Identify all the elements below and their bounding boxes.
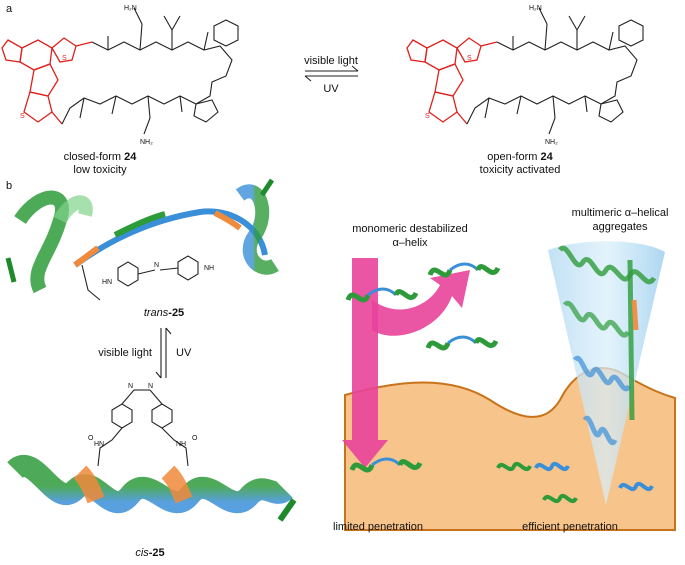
svg-text:S: S — [467, 55, 472, 62]
svg-text:HN: HN — [94, 441, 104, 448]
monomer-peptide-3 — [425, 335, 499, 351]
monomer-peptide-2 — [345, 287, 419, 303]
dithienylethene-closed: S S — [1, 37, 93, 125]
visible-light-label-b: visible light — [98, 347, 152, 359]
atom-nh2-top-left: H₂N — [124, 5, 137, 12]
atom-nh2-top-right: H₂N — [529, 5, 542, 12]
panel-b-label: b — [6, 180, 12, 192]
svg-text:NH: NH — [204, 265, 214, 272]
closed-form-label: closed-form 24 — [64, 151, 138, 163]
atom-nh2-bottom-left: NH₂ — [140, 139, 153, 146]
toxicity-activated-label: toxicity activated — [480, 164, 561, 176]
magenta-arrows — [342, 258, 470, 468]
atom-nh2-bottom-right: NH₂ — [545, 139, 558, 146]
photoswitch-equilibrium-arrows — [304, 65, 359, 82]
closed-form-24-structure: S S H₂N NH₂ — [1, 5, 239, 146]
monomeric-label-line1: monomeric destabilized — [352, 223, 468, 235]
trans-cis-equilibrium-arrows — [155, 327, 172, 379]
cis-25-label: cis-25 — [135, 547, 164, 559]
low-toxicity-label: low toxicity — [73, 164, 127, 176]
uv-label-b: UV — [176, 347, 192, 359]
monomer-peptide-in-membrane — [349, 457, 423, 473]
svg-text:N: N — [128, 383, 133, 390]
uv-label-a: UV — [323, 83, 339, 95]
svg-text:O: O — [192, 435, 198, 442]
svg-text:N: N — [148, 383, 153, 390]
svg-text:HN: HN — [102, 279, 112, 286]
svg-text:NH: NH — [176, 441, 186, 448]
monomeric-label-line2: α–helix — [392, 237, 428, 249]
aggregate-label-line2: aggregates — [592, 221, 648, 233]
dithienylethene-open: S S — [406, 37, 498, 125]
multimeric-aggregate-pore — [548, 241, 665, 505]
trans-25-peptide: N HN NH — [5, 178, 279, 301]
panel-a-label: a — [6, 3, 13, 15]
open-form-24-structure: S S H₂N NH₂ — [406, 5, 644, 146]
monomer-peptide-1 — [427, 262, 501, 278]
efficient-penetration-label: efficient penetration — [522, 521, 618, 533]
membrane-peptides-cluster — [496, 462, 654, 504]
svg-text:O: O — [88, 435, 94, 442]
svg-text:N: N — [154, 262, 159, 269]
open-form-label: open-form 24 — [487, 151, 553, 163]
svg-text:S: S — [62, 55, 67, 62]
limited-penetration-label: limited penetration — [333, 521, 423, 533]
svg-text:S: S — [20, 113, 25, 120]
cis-25-helix — [7, 455, 297, 522]
trans-25-label: trans-25 — [144, 307, 184, 319]
aggregate-label-line1: multimeric α–helical — [572, 207, 669, 219]
svg-text:S: S — [425, 113, 430, 120]
visible-light-label-a: visible light — [304, 55, 358, 67]
cis-azobenzene-crosslinker: N N HN NH O O — [88, 383, 198, 467]
